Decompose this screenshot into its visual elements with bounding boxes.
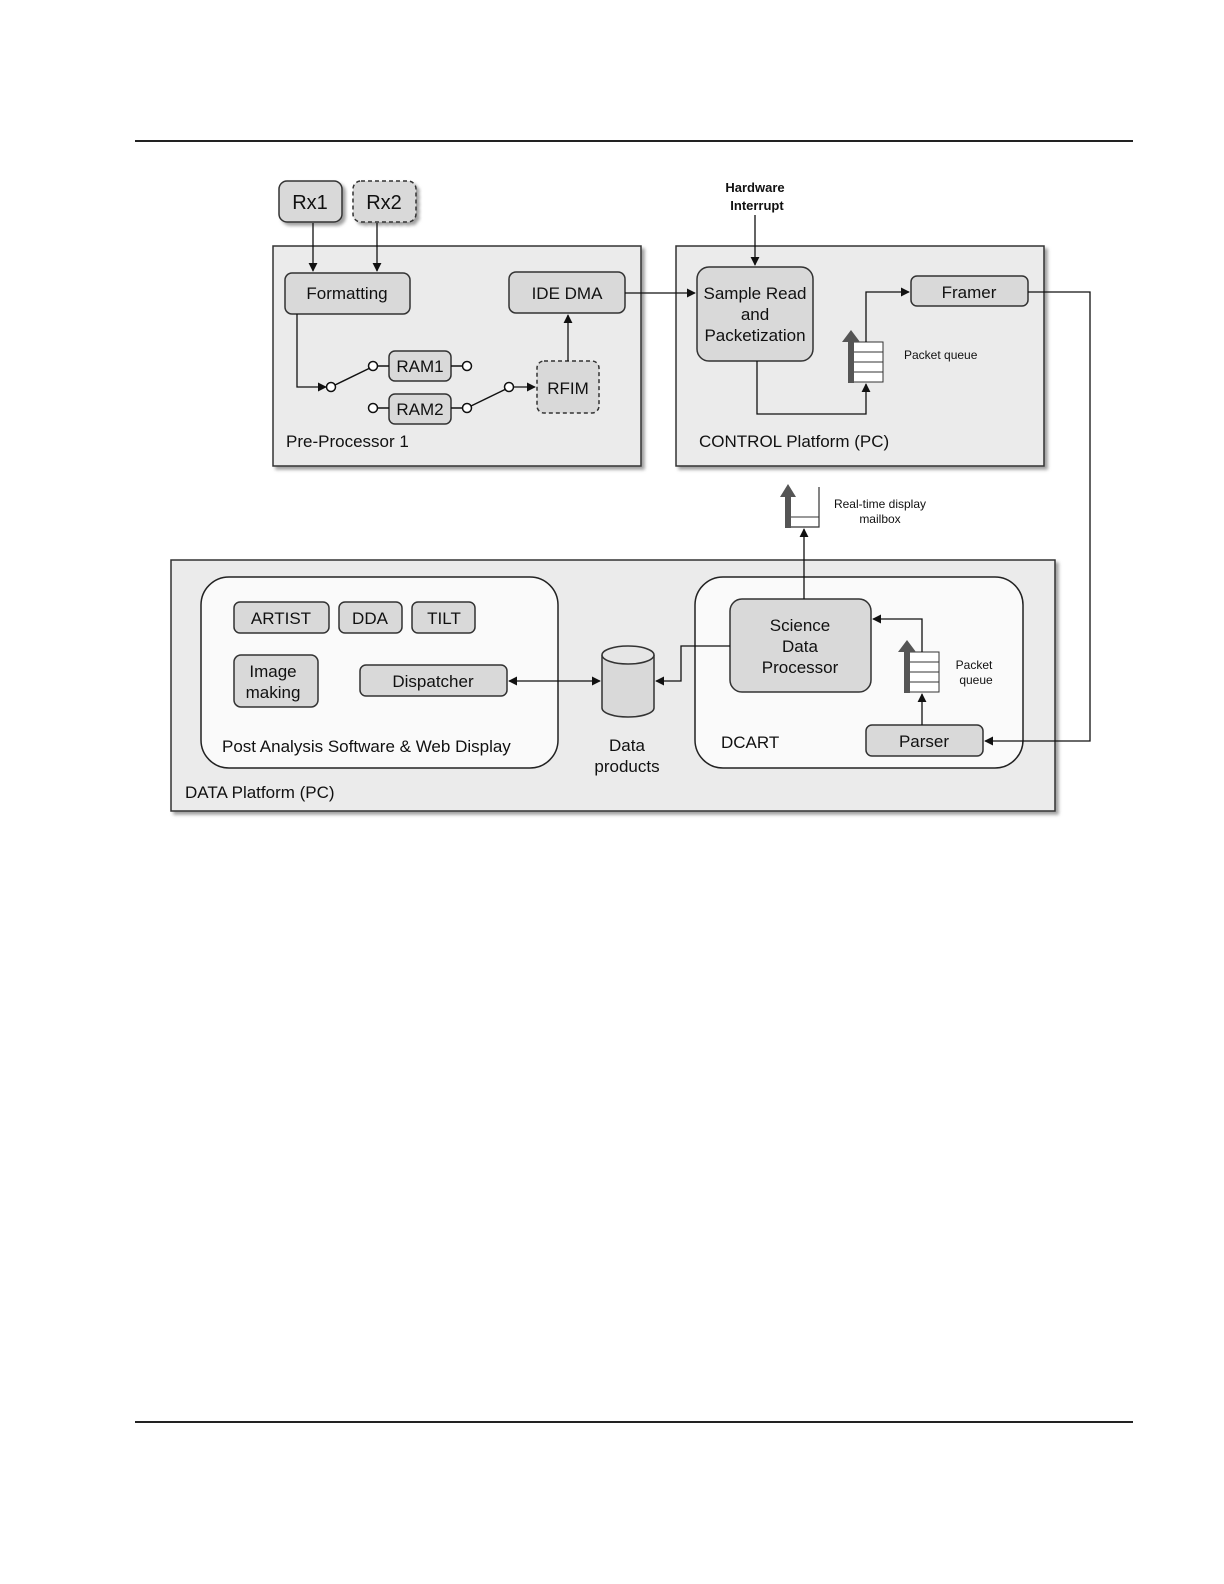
dda-label: DDA (352, 609, 389, 628)
rx1-label: Rx1 (292, 192, 328, 214)
parser-label: Parser (899, 732, 949, 751)
data-platform-label: DATA Platform (PC) (185, 783, 335, 802)
hardware-interrupt-label-2: Interrupt (730, 198, 784, 213)
rx1-box: Rx1 (278, 180, 343, 223)
sample-read-line-1: Sample Read (703, 284, 806, 303)
data-products-label-1: Data (609, 736, 645, 755)
science-processor-line-2: Data (782, 637, 818, 656)
sample-read-line-3: Packetization (704, 326, 805, 345)
rfim-box: RFIM (536, 360, 600, 414)
tilt-box: TILT (411, 601, 476, 634)
footer-rule (135, 1421, 1133, 1423)
ram2-label: RAM2 (396, 400, 443, 419)
control-platform-label: CONTROL Platform (PC) (699, 432, 889, 451)
ram1-label: RAM1 (396, 357, 443, 376)
data-products-database-icon (601, 645, 655, 718)
tilt-label: TILT (427, 609, 461, 628)
formatting-label: Formatting (306, 284, 387, 303)
control-packet-queue-label: Packet queue (904, 348, 978, 362)
mailbox-icon (780, 484, 820, 528)
sample-read-box: Sample Read and Packetization (696, 266, 814, 362)
header-rule (135, 140, 1133, 142)
dda-box: DDA (338, 601, 403, 634)
hardware-interrupt-label-1: Hardware (725, 180, 784, 195)
artist-label: ARTIST (251, 609, 311, 628)
mailbox-label-2: mailbox (859, 512, 900, 526)
framer-label: Framer (942, 283, 997, 302)
dcart-packet-queue-label-1: Packet (956, 658, 993, 672)
dcart-packet-queue-label-2: queue (959, 673, 993, 687)
data-products-label-2: products (594, 757, 659, 776)
science-processor-box: Science Data Processor (729, 598, 872, 693)
ram2-box: RAM2 (388, 393, 452, 425)
rx2-box: Rx2 (352, 180, 417, 223)
post-analysis-label: Post Analysis Software & Web Display (222, 737, 511, 756)
ram1-box: RAM1 (388, 350, 452, 382)
rx2-label: Rx2 (366, 192, 402, 214)
science-processor-line-3: Processor (762, 658, 839, 677)
dispatcher-label: Dispatcher (392, 672, 474, 691)
image-making-box: Image making (233, 654, 319, 708)
science-processor-line-1: Science (770, 616, 830, 635)
ide-dma-box: IDE DMA (508, 271, 626, 314)
parser-box: Parser (865, 724, 984, 757)
image-making-line-1: Image (249, 662, 296, 681)
dispatcher-box: Dispatcher (359, 664, 508, 697)
control-packet-queue-icon (842, 330, 884, 383)
formatting-box: Formatting (284, 272, 411, 315)
pre-processor-label: Pre-Processor 1 (286, 432, 409, 451)
mailbox-label-1: Real-time display (834, 497, 926, 511)
switch-wires (334, 365, 507, 409)
dcart-label: DCART (721, 733, 779, 752)
sample-read-line-2: and (741, 305, 769, 324)
ide-dma-label: IDE DMA (532, 284, 604, 303)
image-making-line-2: making (246, 683, 301, 702)
framer-box: Framer (910, 275, 1029, 307)
dcart-packet-queue-icon (898, 640, 940, 693)
artist-box: ARTIST (233, 601, 330, 634)
connectors (296, 215, 1091, 746)
rfim-label: RFIM (547, 379, 589, 398)
